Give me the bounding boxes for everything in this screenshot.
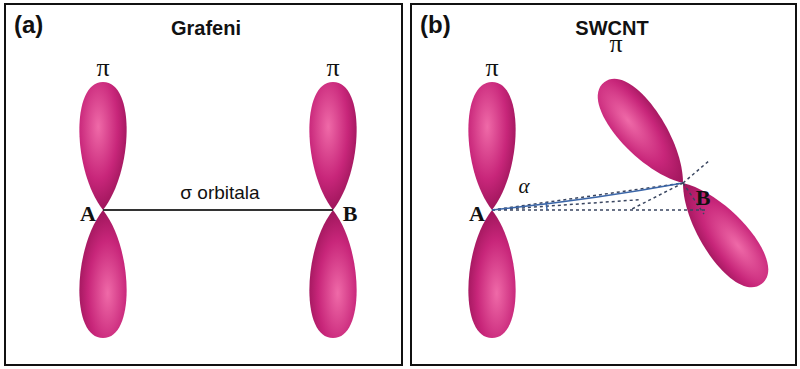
orbital-symbol: π	[96, 53, 109, 83]
sigma-bond	[103, 209, 333, 211]
construction-lines	[492, 160, 710, 214]
atom-label: A	[469, 201, 485, 227]
orbital-symbol: π	[485, 53, 498, 83]
atom-label: B	[696, 185, 711, 211]
bond-label: σ orbitala	[180, 182, 259, 204]
orbital-symbol: π	[326, 53, 339, 83]
atom-label: B	[343, 201, 358, 227]
atom-label: A	[80, 201, 96, 227]
panel-tag: (a)	[14, 11, 43, 39]
pi-orbital	[586, 68, 781, 299]
panel-tag: (b)	[420, 11, 451, 39]
angle-label: α	[518, 174, 529, 199]
orbital-symbol: π	[609, 29, 622, 59]
panel-frame: (b)SWCNT	[410, 3, 797, 366]
panel-title: Grafeni	[171, 17, 241, 40]
